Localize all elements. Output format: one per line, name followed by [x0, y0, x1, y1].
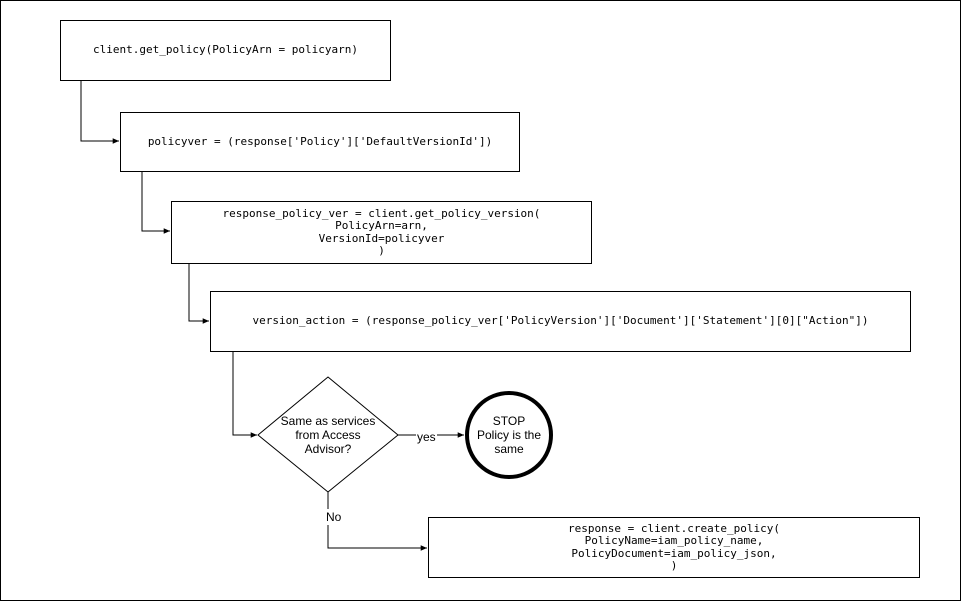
stop-circle	[465, 391, 553, 479]
stop-line-3: same	[494, 442, 524, 456]
stop-line-1: STOP	[492, 414, 526, 428]
node-get-policy-version-line-3: VersionId=policyver	[318, 231, 445, 245]
node-version-action-line-1: version_action = (response_policy_ver['P…	[252, 314, 869, 328]
edge-version-action-to-decision	[232, 351, 257, 438]
node-create-policy: response = client.create_policy( PolicyN…	[428, 517, 920, 578]
edge-decision-no-to-create-policy	[327, 492, 427, 551]
node-get-policy-version-line-4: )	[378, 244, 385, 257]
edge-label-no: No	[326, 509, 342, 525]
decision-line-2: from Access	[295, 428, 361, 442]
node-get-policy-version-line-2: PolicyArn=arn,	[335, 219, 428, 232]
decision-text: Same as services from Access Advisor?	[281, 414, 376, 456]
edge-policyver-to-get-policy-version	[141, 171, 170, 234]
node-get-policy: client.get_policy(PolicyArn = policyarn)	[60, 20, 391, 81]
node-policyver-line-1: policyver = (response['Policy']['Default…	[147, 134, 493, 148]
node-get-policy-line-1: client.get_policy(PolicyArn = policyarn)	[93, 43, 358, 57]
node-stop: STOP Policy is the same	[469, 405, 549, 465]
edge-get-policy-version-to-version-action	[188, 263, 209, 324]
node-create-policy-line-1: response = client.create_policy(	[568, 521, 780, 535]
node-get-policy-version-line-1: response_policy_ver = client.get_policy_…	[222, 206, 541, 220]
node-policyver: policyver = (response['Policy']['Default…	[120, 112, 520, 172]
node-decision: Same as services from Access Advisor?	[269, 405, 387, 465]
node-create-policy-line-4: )	[670, 559, 678, 572]
decision-line-1: Same as services	[280, 414, 376, 428]
node-get-policy-version: response_policy_ver = client.get_policy_…	[171, 201, 592, 264]
node-create-policy-line-2: PolicyName=iam_policy_name,	[584, 534, 764, 547]
node-create-policy-line-3: PolicyDocument=iam_policy_json,	[571, 546, 777, 560]
edge-label-yes: yes	[416, 430, 437, 444]
stop-line-2: Policy is the	[476, 428, 542, 442]
edge-get-policy-to-policyver	[80, 81, 119, 144]
node-version-action: version_action = (response_policy_ver['P…	[210, 291, 911, 352]
decision-line-3: Advisor?	[304, 442, 352, 456]
